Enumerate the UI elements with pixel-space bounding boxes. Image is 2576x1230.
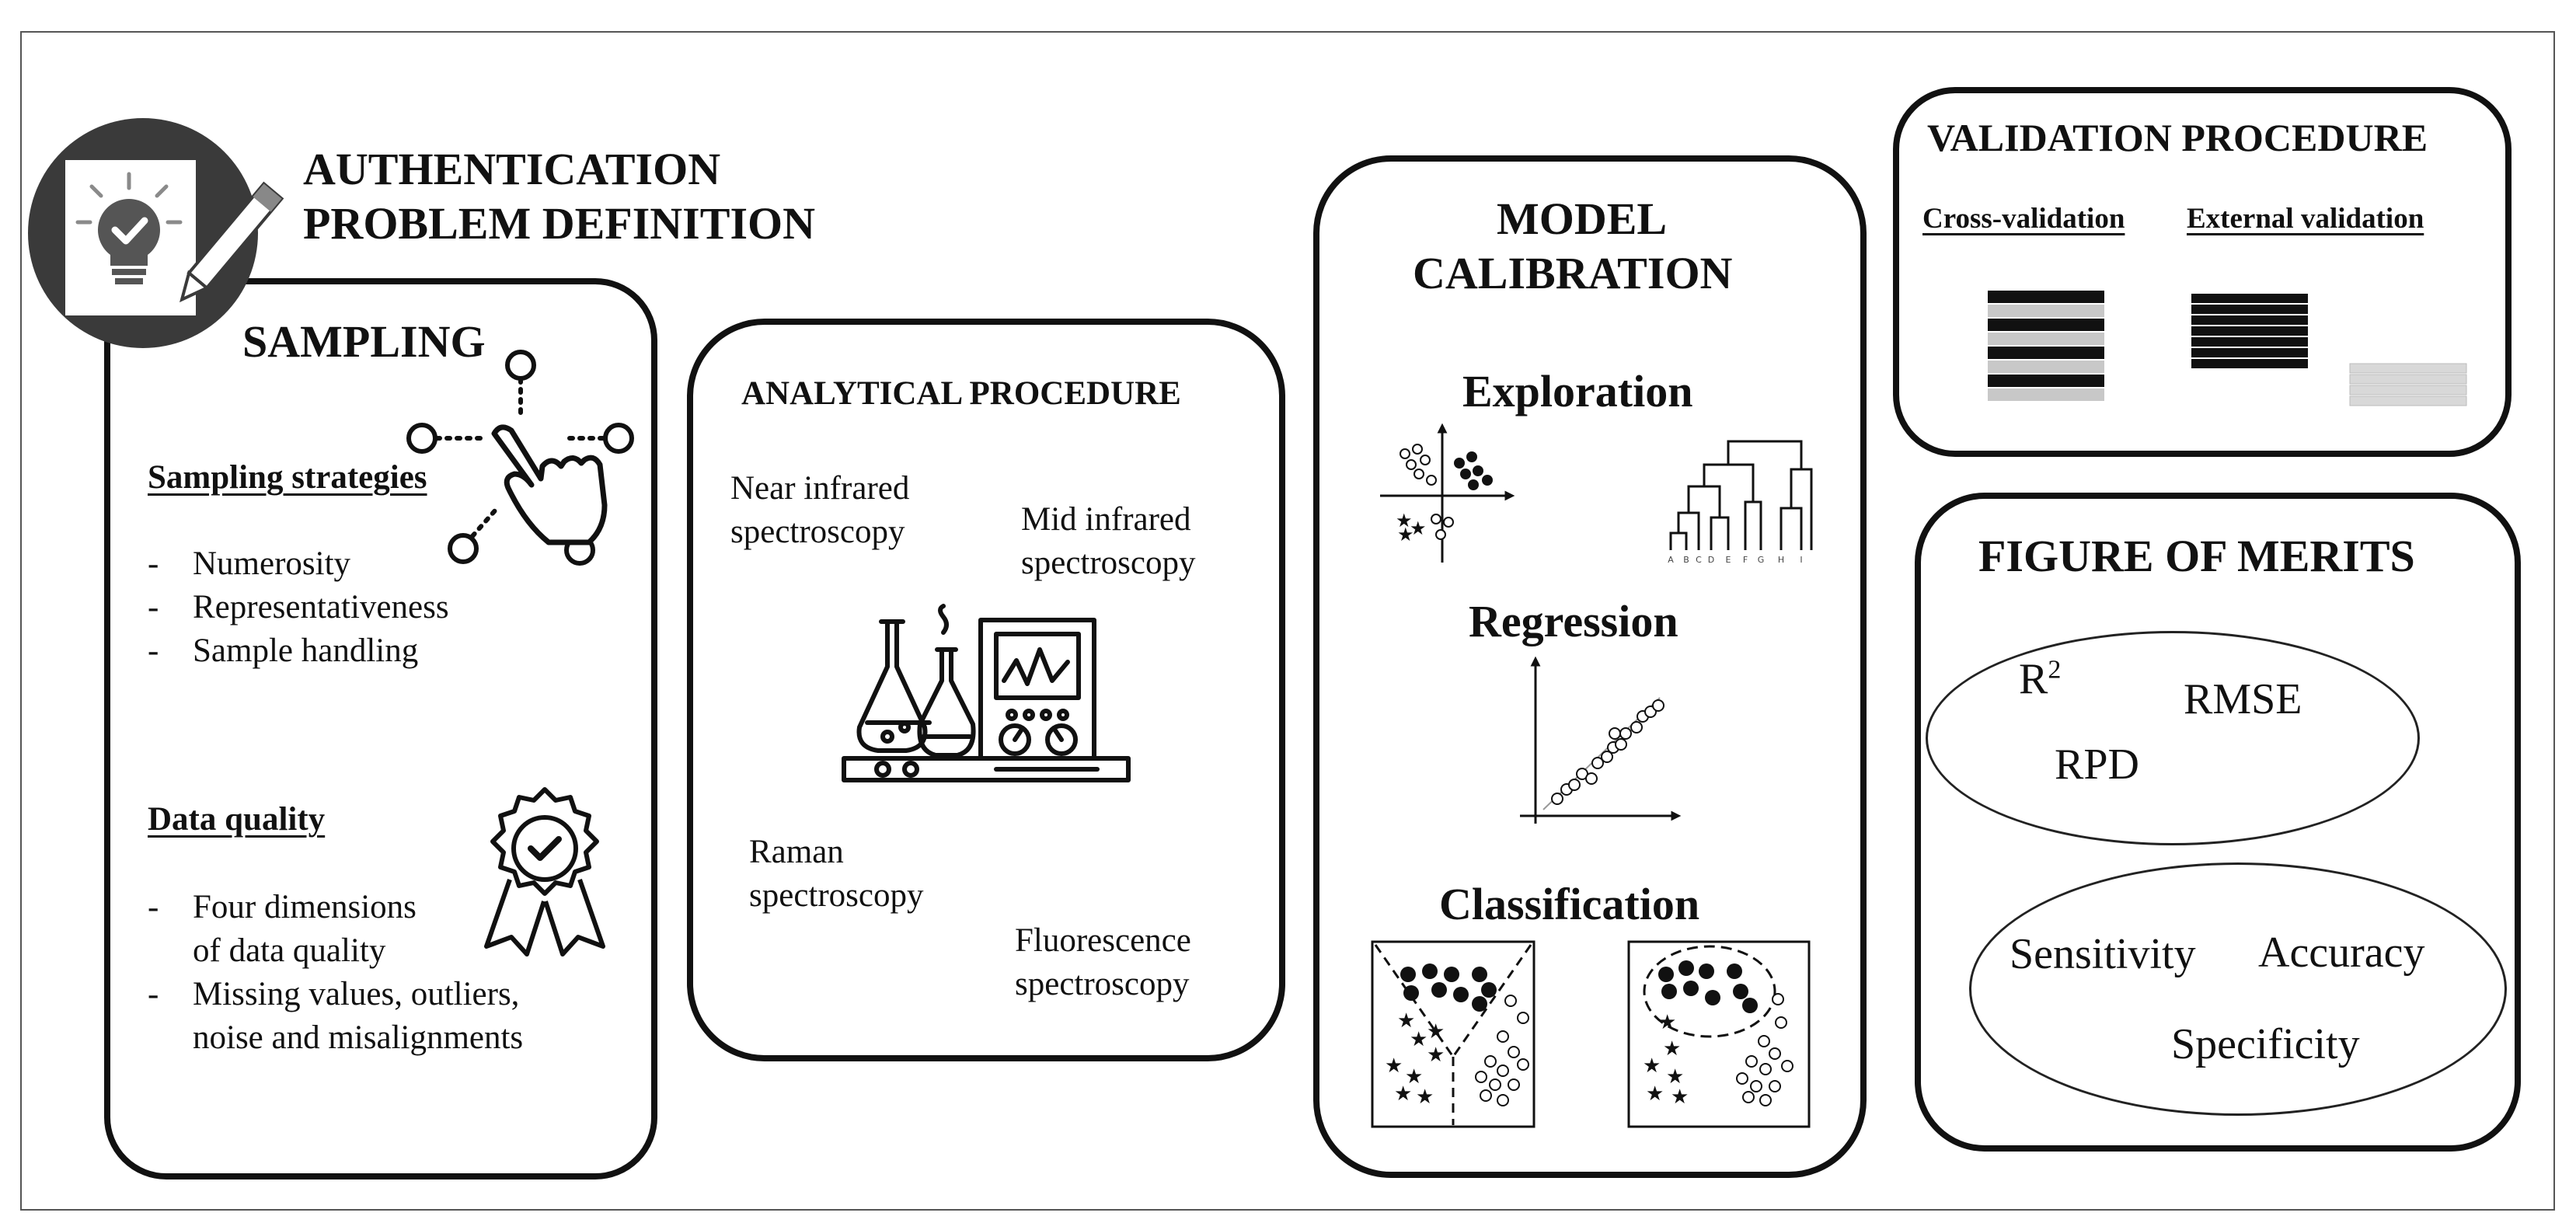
list-item: -Missing values, outliers, [148,973,523,1016]
analytical-box [687,319,1285,1061]
award-badge-icon [484,787,605,956]
svg-text:★: ★ [1410,1028,1427,1051]
dendrogram-leaf-label: A [1668,555,1674,565]
svg-text:★: ★ [1658,1011,1676,1034]
nir-label-2: spectroscopy [730,514,905,550]
fluor-label-1: Fluorescence [1015,922,1191,959]
accuracy-metric: Accuracy [2258,929,2425,977]
bullet-dash: - [148,976,159,1012]
svg-text:★: ★ [1666,1065,1684,1089]
svg-text:★: ★ [1671,1085,1689,1109]
figure-frame [20,31,2555,1211]
mir-label-2: spectroscopy [1021,545,1196,581]
r2-base: R [2019,655,2048,703]
item-text: Missing values, outliers, [193,976,520,1012]
fluor-label-2: spectroscopy [1015,966,1190,1002]
svg-text:★: ★ [1663,1037,1681,1061]
sampling-box [104,278,657,1179]
svg-text:★: ★ [1416,1085,1434,1109]
header-title-line1: AUTHENTICATION [303,144,721,194]
dendrogram-leaf-label: D [1708,555,1714,565]
header-title-line2: PROBLEM DEFINITION [303,198,816,249]
lab-equipment-icon [842,604,1131,782]
r2-superscript: 2 [2048,655,2062,685]
nir-label-1: Near infrared [730,470,910,507]
item-text: Numerosity [193,545,351,582]
svg-text:★: ★ [1646,1082,1664,1106]
dendrogram-leaf-label: E [1726,555,1731,565]
sampling-strategies-heading: Sampling strategies [148,459,427,496]
rmse-metric: RMSE [2184,675,2302,723]
sampling-title: SAMPLING [242,316,486,367]
list-item: -Representativeness [148,586,449,629]
bullet-dash: - [148,889,159,925]
raman-label-1: Raman [749,834,844,870]
merits-title: FIGURE OF MERITS [1978,531,2415,581]
touch-network-icon [406,350,634,566]
svg-text:★: ★ [1405,1065,1423,1089]
cross-validation-folds-icon [1988,291,2104,401]
bullet-dash: - [148,545,159,582]
specificity-metric: Specificity [2171,1020,2360,1068]
list-item: -Numerosity [148,542,449,586]
dendrogram-leaf-label: C [1696,555,1702,565]
item-text: Four dimensions [193,889,417,925]
bullet-dash: - [148,589,159,625]
raman-label-2: spectroscopy [749,877,924,914]
dendrogram-leaf-label: H [1778,555,1784,565]
dendrogram-leaf-label: F [1743,555,1748,565]
item-text: Representativeness [193,589,449,625]
svg-text:★: ★ [1396,510,1413,531]
regression-plot [1520,656,1682,824]
sensitivity-metric: Sensitivity [2010,930,2196,978]
exploration-label: Exploration [1462,366,1693,416]
svg-text:★: ★ [1643,1054,1661,1078]
dendrogram-leaf-label: I [1800,555,1802,565]
model-title-line2: CALIBRATION [1413,248,1733,298]
external-validation-label: External validation [2187,203,2424,235]
svg-text:★: ★ [1397,1009,1415,1033]
rpd-metric: RPD [2055,740,2139,789]
lightbulb-check-icon [28,118,284,348]
data-quality-heading: Data quality [148,801,326,838]
classification-simca-plot: ★★★ ★★★ [1627,940,1811,1128]
r2-metric: R2 [2019,654,2061,704]
item-text: of data quality [193,932,386,969]
dendrogram-leaf-label: B [1683,555,1689,565]
exploration-scatter-plot: ★★★ [1380,423,1515,563]
item-text: Sample handling [193,632,419,669]
classification-lda-plot: ★★★ ★★★ ★★ [1371,940,1535,1128]
bullet-dash: - [148,632,159,669]
regression-metrics-ellipse [1926,631,2420,845]
svg-text:★: ★ [1427,1044,1445,1067]
regression-label: Regression [1469,596,1678,646]
sampling-strategies-list: -Numerosity -Representativeness -Sample … [148,542,449,673]
list-item: -Sample handling [148,629,449,673]
list-item-cont: noise and misalignments [148,1016,523,1060]
test-set-icon [2349,363,2467,406]
external-validation-sets-icon [2191,294,2308,368]
data-quality-list: -Four dimensions of data quality -Missin… [148,886,523,1060]
classification-metrics-ellipse [1969,862,2507,1116]
svg-text:★: ★ [1410,517,1427,539]
analytical-title: ANALYTICAL PROCEDURE [741,375,1181,412]
dendrogram-leaf-label: G [1758,555,1765,565]
model-title-line1: MODEL [1497,193,1668,244]
cross-validation-label: Cross-validation [1922,203,2125,235]
classification-label: Classification [1439,879,1700,929]
validation-title: VALIDATION PROCEDURE [1927,116,2428,159]
item-text: noise and misalignments [193,1019,524,1056]
list-item: -Four dimensions [148,886,523,929]
svg-text:★: ★ [1394,1082,1412,1106]
svg-text:★: ★ [1385,1054,1403,1078]
mir-label-1: Mid infrared [1021,501,1191,538]
list-item-cont: of data quality [148,929,523,973]
svg-text:★: ★ [1427,1020,1445,1044]
svg-text:★: ★ [1397,524,1414,545]
